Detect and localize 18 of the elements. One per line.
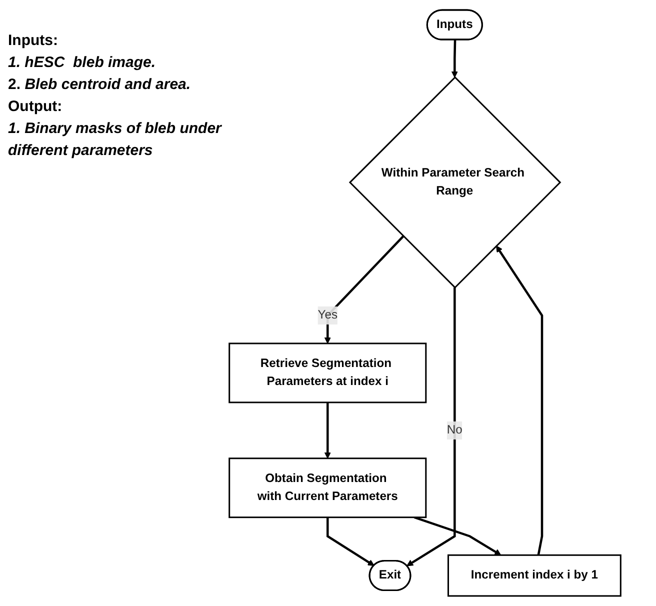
arrow [326,517,374,566]
node-box: Obtain Segmentation with Current Parameters [228,458,427,518]
note-text: Output: [8,97,64,117]
note-text: 1. Binary masks of bleb under different parameters [8,119,223,161]
arrow [406,288,456,566]
edge-label: Yes [318,308,338,322]
note-text: Inputs: [8,31,59,51]
arrow [451,40,458,78]
node-box: Retrieve Segmentation Parameters at index i [228,342,427,404]
arrow [324,235,404,344]
note-text: 1. hESC bleb image. [8,53,157,73]
arrow [496,246,544,556]
arrow [324,402,331,459]
edge-label: No [446,424,462,436]
arrow [414,516,502,556]
note-text: 2. Bleb centroid and area. [8,75,192,95]
node-diamond: Within Parameter Search Range [348,76,562,289]
node-box: Increment index i by 1 [447,554,622,597]
